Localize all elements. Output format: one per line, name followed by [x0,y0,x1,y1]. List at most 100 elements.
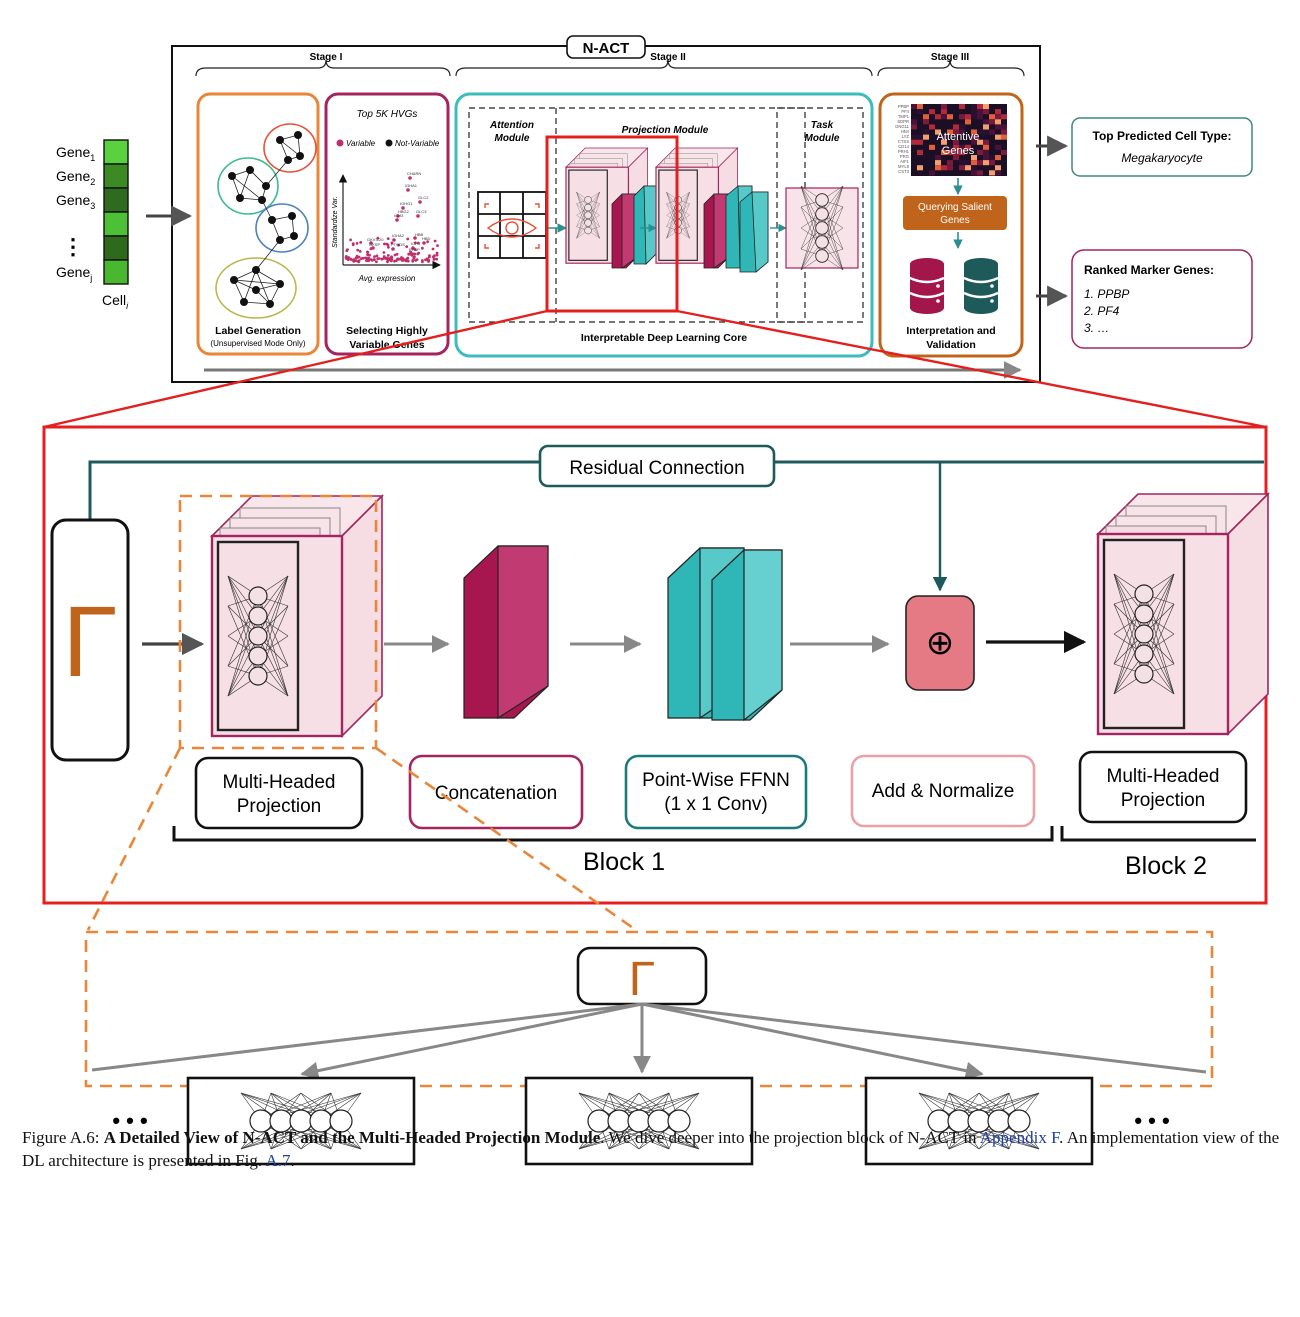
hvg-point [421,246,424,250]
caption-bold-title: A Detailed View of N-ACT and the Multi-H… [103,1128,601,1147]
cell-label: Celli [102,292,129,311]
heatmap-cell [965,160,971,166]
hvg-highlight-point [371,246,375,250]
stage1-brace [195,59,451,77]
hvg-point [393,253,397,257]
heatmap-cell [953,144,959,150]
heatmap-cell [959,124,965,130]
hvg-point [376,257,380,261]
hvg-point [426,258,430,262]
concatenation-label-box [408,754,584,830]
hvg-point [436,244,439,248]
svg-text:PF4: PF4 [901,109,909,114]
svg-text:TMP1: TMP1 [898,114,910,119]
heatmap-cell [971,155,977,161]
input-cell-column [103,139,129,285]
heatmap-gene-labels: PPBP PF4 TMP1 SDPR GNG11 HN4 LYZ CTSS CD… [895,104,910,174]
heatmap-cell [911,104,917,110]
hvg-highlight-point [401,206,405,210]
hvg-point [382,251,386,254]
hvg-highlight-point [369,241,373,245]
heatmap-cell [923,119,929,125]
hvg-point [421,259,424,262]
multi-headed-projection-block1 [210,494,384,738]
heatmap-cell [983,139,989,145]
heatmap-cell [959,114,965,120]
hvg-x-axis-label: Avg. expression [358,274,416,283]
hvg-point [373,255,376,258]
heatmap-cell [983,119,989,125]
cell-type-title: Top Predicted Cell Type: [1093,129,1232,143]
hvg-point [411,259,415,263]
hvg-box [324,92,450,356]
hvg-point [349,238,352,242]
heatmap-cell [995,119,1001,125]
gene-label-j: Genej [56,264,92,283]
hvg-point [387,245,390,249]
hvg-point [383,242,386,246]
heatmap-cell [953,124,959,130]
heatmap-cell [983,144,989,150]
stage3-brace [877,59,1025,77]
caption-link-appendix[interactable]: Appendix F [979,1128,1060,1147]
hvg-point [397,258,400,261]
heatmap-cell [971,139,977,145]
gamma-symbol: Γ [62,586,117,698]
nact-title-box [566,35,646,59]
ffnn-mini-2 [725,185,769,273]
attention-module-label-1: Attention [489,120,534,131]
add-normalize-block [905,595,975,691]
heatmap-cell [983,160,989,166]
hvg-point [346,248,349,252]
hvg-highlight-point [409,252,413,256]
heatmap-cell [989,114,995,120]
hvg-point [433,239,437,243]
database-icon-magenta [908,256,946,316]
svg-text:IGH1: IGH1 [411,241,421,246]
task-module-box [776,107,864,323]
heatmap-cell [983,129,989,135]
heatmap-cell [995,114,1001,120]
caption-text-3: . [290,1151,295,1170]
heatmap-cell [935,160,941,166]
heatmap-cell [965,144,971,150]
marker-gene-3: 3. … [1084,321,1109,335]
heatmap-cell [911,124,917,130]
hvg-point [356,248,360,252]
hvg-point [414,259,418,262]
heatmap-cell [911,119,917,125]
hvg-highlight-point [395,218,399,222]
hvg-highlight-point [418,200,422,204]
task-module-net [785,185,859,271]
heatmap-cell [935,155,941,161]
hvg-point [431,255,435,259]
heatmap-cell [917,165,923,171]
svg-text:CTSS: CTSS [898,139,909,144]
hvg-point [435,253,439,257]
hvg-point [357,259,361,262]
block1-label: Block 1 [583,848,665,876]
svg-text:PRH1: PRH1 [898,149,910,154]
hvg-point [366,250,369,254]
heatmap-cell [971,165,977,171]
hvg-point [416,252,420,256]
label-generation-box [196,92,320,356]
heatmap-cell [959,149,965,155]
hvg-point [397,243,400,247]
legend-not-variable: Not-Variable [395,139,440,148]
caption-link-figure[interactable]: A.7 [265,1151,291,1170]
svg-text:HN4: HN4 [901,129,910,134]
figure-caption: Figure A.6: A Detailed View of N-ACT and… [22,1126,1284,1172]
attentive-genes-label-2: Genes [942,145,975,157]
svg-text:HBG2: HBG2 [398,209,410,214]
projection-module-label: Projection Module [622,125,709,136]
hvg-caption-2: Variable Genes [349,339,424,351]
hvg-point [347,256,351,259]
hvg-point [414,241,417,245]
hvg-point [432,257,436,261]
caption-text-1: . We dive deeper into the projection blo… [600,1128,980,1147]
heatmap-cell [911,139,917,145]
heatmap-cell [941,134,947,140]
svg-text:AIF1: AIF1 [900,159,910,164]
hvg-point [387,257,391,260]
